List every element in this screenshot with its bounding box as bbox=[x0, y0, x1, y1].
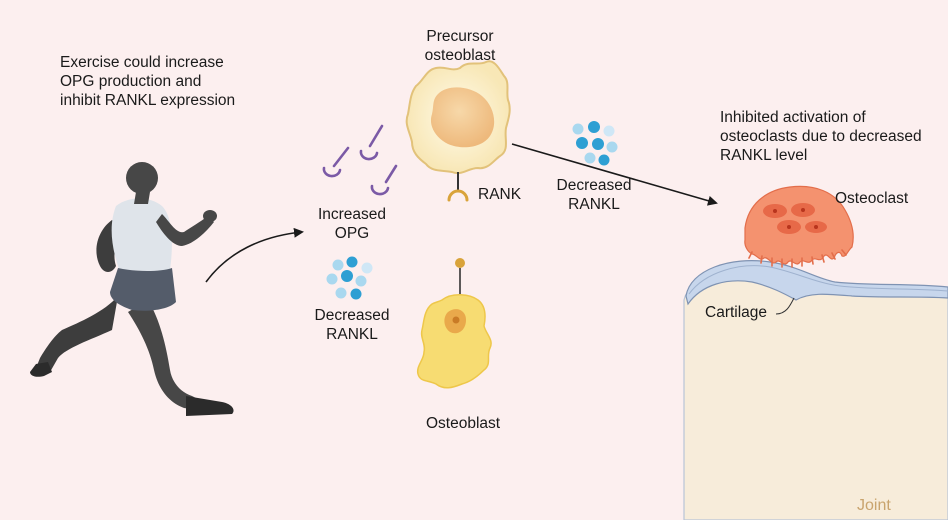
precursor-label-line-2: osteoblast bbox=[424, 47, 496, 64]
inhibited-label-line-2: osteoclasts due to decreased bbox=[720, 128, 922, 145]
exercise-label-line-3: inhibit RANKL expression bbox=[60, 92, 236, 109]
osteoclast-icon bbox=[744, 185, 854, 268]
osteoclast-label: Osteoclast bbox=[835, 190, 909, 207]
decreased-rankl-left-line-1: Decreased bbox=[314, 307, 390, 324]
runner-icon bbox=[30, 162, 234, 416]
precursor-label-line-1: Precursor bbox=[426, 28, 494, 45]
increased-opg-line-1: Increased bbox=[317, 206, 387, 223]
exercise-label: Exercise could increase OPG production a… bbox=[60, 53, 235, 110]
cartilage-label: Cartilage bbox=[705, 304, 768, 321]
decreased-rankl-mid-line-2: RANKL bbox=[568, 196, 620, 213]
osteoblast-label: Osteoblast bbox=[426, 415, 501, 432]
cartilage-layer-icon bbox=[685, 260, 948, 306]
exercise-label-line-2: OPG production and bbox=[60, 73, 202, 90]
increased-opg-label: Increased OPG bbox=[306, 205, 398, 243]
inhibited-activation-label: Inhibited activation of osteoclasts due … bbox=[720, 108, 922, 165]
rankl-cluster-icon bbox=[326, 256, 373, 300]
joint-label: Joint bbox=[857, 497, 891, 514]
rank-label: RANK bbox=[478, 186, 522, 203]
osteoblast-icon bbox=[416, 258, 492, 389]
rank-receptor-icon bbox=[447, 172, 469, 202]
precursor-osteoblast-icon bbox=[405, 60, 511, 202]
cartilage-leader-line bbox=[775, 297, 795, 315]
rankl-cluster-mid-icon bbox=[572, 121, 618, 166]
decreased-rankl-left-label: Decreased RANKL bbox=[306, 306, 398, 344]
increased-opg-line-2: OPG bbox=[334, 225, 370, 242]
inhibited-label-line-3: RANKL level bbox=[720, 147, 808, 164]
opg-molecule-icon bbox=[322, 124, 398, 196]
decreased-rankl-mid-line-1: Decreased bbox=[556, 177, 632, 194]
inhibited-label-line-1: Inhibited activation of bbox=[720, 109, 866, 126]
decreased-rankl-left-line-2: RANKL bbox=[326, 326, 378, 343]
exercise-label-line-1: Exercise could increase bbox=[60, 54, 224, 71]
exercise-arrow bbox=[205, 227, 304, 283]
precursor-osteoblast-label: Precursor osteoblast bbox=[412, 27, 508, 65]
decreased-rankl-mid-label: Decreased RANKL bbox=[548, 176, 640, 214]
activation-arrow bbox=[511, 143, 718, 206]
